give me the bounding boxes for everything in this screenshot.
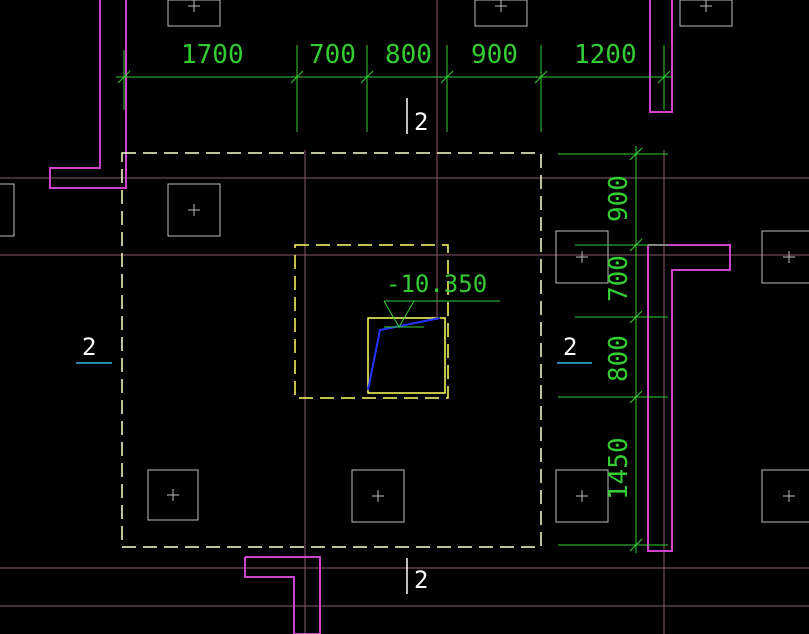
plus-in-square-icon[interactable]: [761, 469, 809, 523]
plus-in-square-icon[interactable]: [147, 469, 199, 521]
sump-outline[interactable]: [367, 317, 446, 394]
foundation-outline[interactable]: [121, 152, 542, 548]
elevation-marker: [383, 300, 500, 329]
plus-in-square-icon[interactable]: [0, 183, 15, 237]
wall-top-left: [49, 0, 127, 189]
right-dimension-chain: [558, 146, 668, 553]
plus-in-square-icon[interactable]: [555, 230, 609, 284]
top-dimension-3: 800: [385, 40, 432, 70]
top-dimension-2: 700: [309, 40, 356, 70]
elevation-label: -10.350: [386, 270, 487, 298]
section-marker-top[interactable]: 2: [406, 98, 428, 136]
section-marker-bottom[interactable]: 2: [406, 558, 428, 594]
wall-bottom: [244, 556, 321, 634]
plus-in-square-icon[interactable]: [474, 0, 528, 27]
pit-outline[interactable]: [294, 244, 449, 399]
wall-top-right: [649, 0, 673, 113]
top-dimension-4: 900: [471, 40, 518, 70]
plus-in-square-icon[interactable]: [761, 230, 809, 284]
walls: [49, 0, 731, 634]
top-dimension-chain: [116, 45, 672, 132]
plus-in-square-icon[interactable]: [167, 183, 221, 237]
section-label-right: 2: [563, 333, 577, 361]
right-dimension-1: 900: [604, 175, 634, 222]
section-label-top: 2: [414, 108, 428, 136]
top-dimension-5: 1200: [574, 40, 637, 70]
wall-right: [647, 244, 731, 552]
section-marker-right[interactable]: 2: [557, 333, 592, 364]
section-marker-left[interactable]: 2: [76, 333, 112, 364]
plus-in-square-icon[interactable]: [555, 469, 609, 523]
section-label-left: 2: [82, 333, 96, 361]
right-dimension-3: 800: [604, 335, 634, 382]
elevation-leader: [367, 317, 441, 391]
plus-in-square-icon[interactable]: [351, 469, 405, 523]
right-dimension-2: 700: [604, 255, 634, 302]
right-dimension-4: 1450: [604, 437, 634, 500]
column-markers: [0, 0, 809, 523]
plus-in-square-icon[interactable]: [679, 0, 733, 27]
section-label-bottom: 2: [414, 566, 428, 594]
plus-in-square-icon[interactable]: [167, 0, 221, 27]
top-dimension-1: 1700: [181, 40, 244, 70]
